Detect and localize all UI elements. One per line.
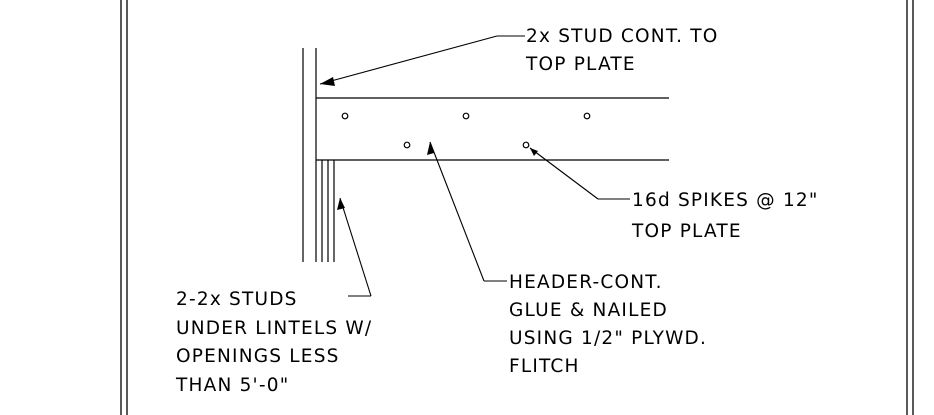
spike-nails <box>341 112 591 149</box>
label-studs: 2-2x STUDS UNDER LINTELS W/ OPENINGS LES… <box>175 289 379 396</box>
label-header-line-2: GLUE & NAILED <box>509 300 668 321</box>
drawing-border <box>120 0 914 415</box>
header-beam <box>316 97 669 161</box>
label-header-line-3: USING 1/2" PLYWD. <box>509 328 707 349</box>
label-spikes-line-1: 16d SPIKES @ 12" <box>632 190 819 211</box>
label-header: HEADER-CONT. GLUE & NAILED USING 1/2" PL… <box>509 272 714 377</box>
label-stud-cont-line-1: 2x STUD CONT. TO <box>526 26 719 47</box>
label-spikes-line-2: TOP PLATE <box>631 221 742 242</box>
leader-arrowheads <box>320 77 538 210</box>
leader-lines <box>319 35 630 297</box>
label-stud-cont-line-2: TOP PLATE <box>525 54 636 75</box>
vertical-studs <box>302 48 335 262</box>
label-stud-cont: 2x STUD CONT. TO TOP PLATE <box>525 26 726 75</box>
label-header-line-4: FLITCH <box>509 356 580 377</box>
label-studs-line-3: OPENINGS LESS <box>176 346 340 367</box>
label-studs-line-4: THAN 5'-0" <box>175 375 289 396</box>
label-studs-line-2: UNDER LINTELS W/ <box>176 318 372 339</box>
label-header-line-1: HEADER-CONT. <box>509 272 663 293</box>
label-studs-line-1: 2-2x STUDS <box>176 289 298 310</box>
label-spikes: 16d SPIKES @ 12" TOP PLATE <box>631 190 826 242</box>
